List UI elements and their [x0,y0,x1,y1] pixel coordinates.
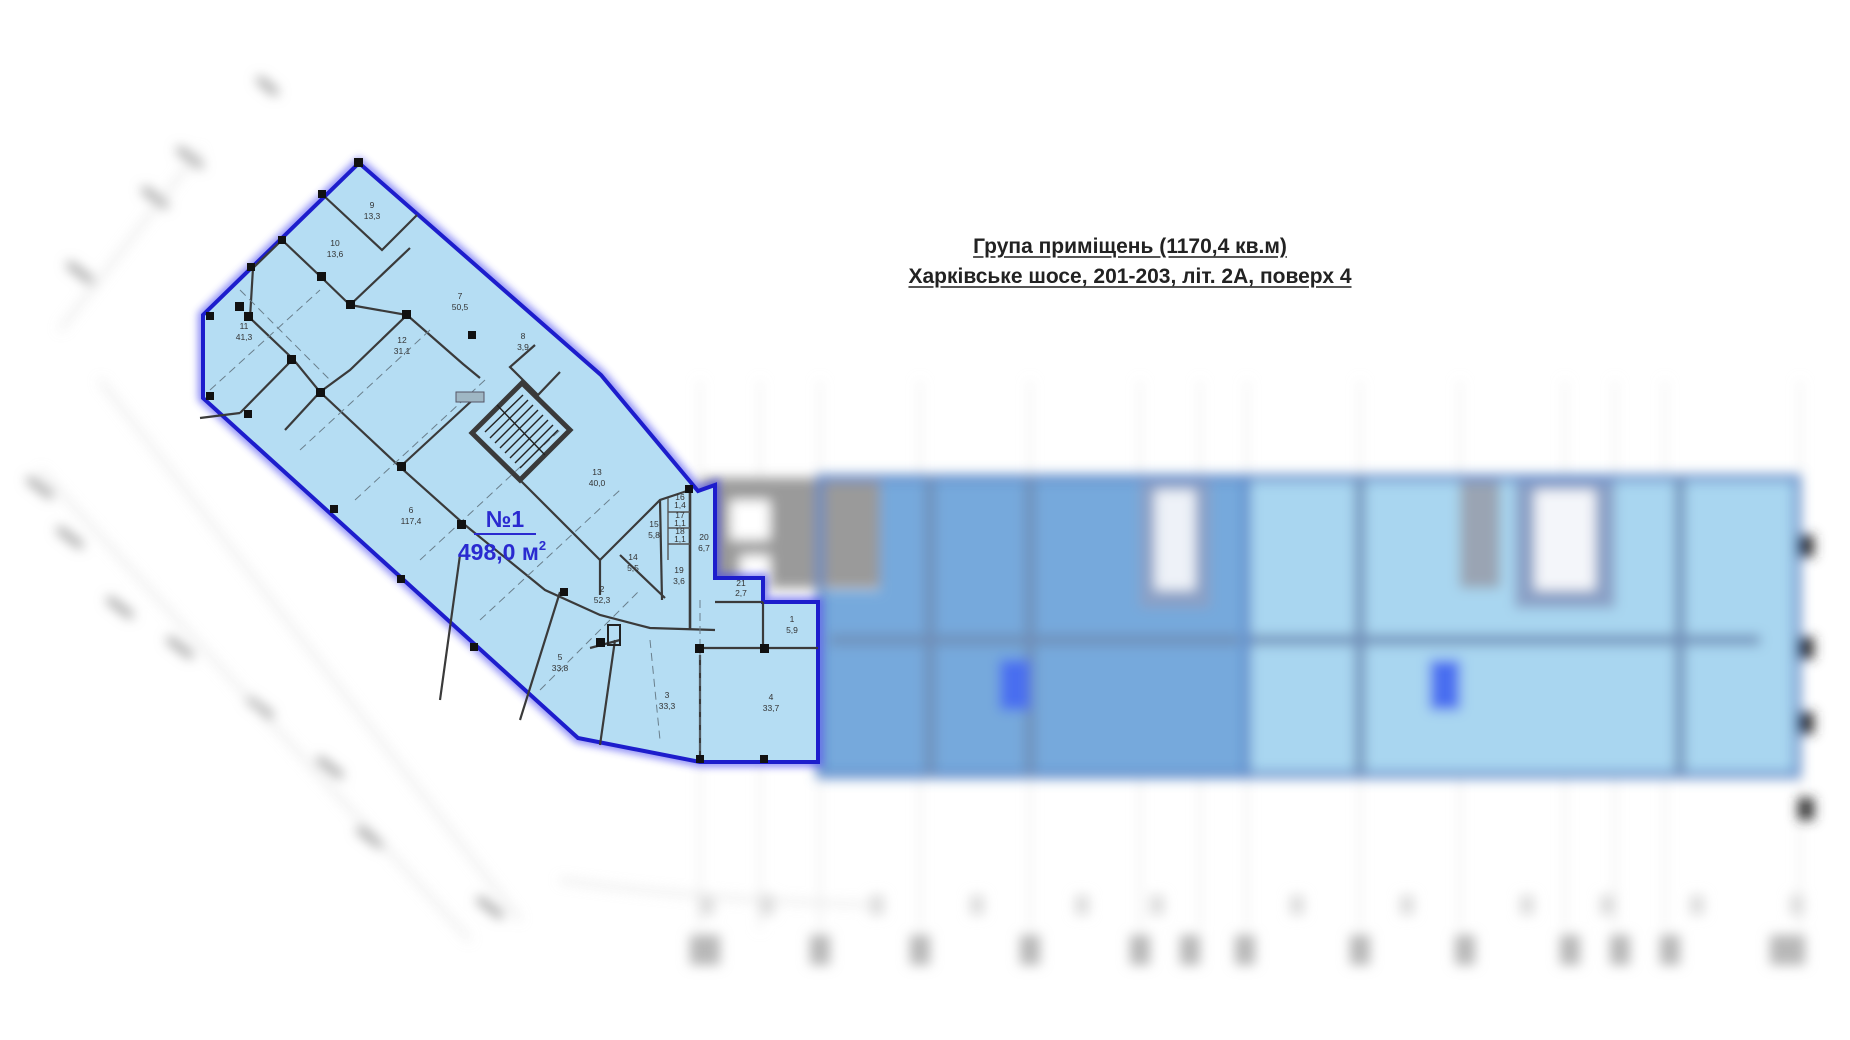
columns [206,158,769,763]
room-2-label: 252,3 [594,584,611,605]
svg-text:21: 21 [736,578,746,588]
svg-text:20: 20 [699,532,709,542]
stair-icon [484,394,559,469]
svg-text:12: 12 [397,335,407,345]
room-15-label: 155,8 [648,519,660,540]
dashed-axes [209,289,701,760]
svg-text:40,0: 40,0 [589,478,606,488]
room-20-label: 206,7 [698,532,710,553]
svg-text:33,7: 33,7 [763,703,780,713]
svg-text:3: 3 [665,690,670,700]
plan-title-line1: Група приміщень (1170,4 кв.м) [973,235,1287,258]
small-room-dividers [667,498,690,560]
room-7-label: 750,5 [452,291,469,312]
svg-text:19: 19 [674,565,684,575]
room-18-label: 181,1 [674,526,686,544]
svg-text:5,9: 5,9 [786,625,798,635]
svg-text:14: 14 [628,552,638,562]
svg-text:52,3: 52,3 [594,595,611,605]
svg-text:5: 5 [558,652,563,662]
stair-tag [455,391,485,403]
svg-text:10: 10 [330,238,340,248]
svg-text:8: 8 [521,331,526,341]
room-8-label: 83,9 [517,331,529,352]
room-19-label: 193,6 [673,565,685,586]
blurred-units-band [700,474,1814,820]
svg-text:18: 18 [675,526,685,536]
unit-1-outline [201,160,820,764]
svg-text:1: 1 [790,614,795,624]
unit-area: 498,0 м2 [458,538,546,565]
svg-text:16: 16 [675,492,685,502]
svg-text:2: 2 [600,584,605,594]
unit-number: №1 [486,506,525,532]
svg-text:3,9: 3,9 [517,342,529,352]
svg-text:5,8: 5,8 [648,530,660,540]
room-9-label: 913,3 [364,200,381,221]
shaft [607,624,621,646]
svg-text:17: 17 [675,510,685,520]
svg-text:13,6: 13,6 [327,249,344,259]
room-1-label: 15,9 [786,614,798,635]
svg-text:5,5: 5,5 [627,563,639,573]
svg-text:6: 6 [409,505,414,515]
svg-text:11: 11 [240,321,249,331]
svg-text:1,4: 1,4 [674,500,686,510]
svg-text:13: 13 [592,467,602,477]
svg-text:9: 9 [370,200,375,210]
room-4-label: 433,7 [763,692,780,713]
room-14-label: 145,5 [627,552,639,573]
room-5-label: 533,8 [552,652,569,673]
plan-title: Група приміщень (1170,4 кв.м) Харківське… [860,232,1400,292]
svg-text:33,8: 33,8 [552,663,569,673]
svg-text:41,3: 41,3 [236,332,253,342]
svg-text:6,7: 6,7 [698,543,710,553]
svg-text:33,3: 33,3 [659,701,676,711]
svg-text:2,7: 2,7 [735,588,747,598]
room-16-label: 161,4 [674,492,686,510]
room-17-label: 171,1 [674,510,686,528]
room-21-label: 212,7 [735,578,747,598]
svg-text:31,1: 31,1 [394,346,411,356]
svg-text:7: 7 [458,291,463,301]
svg-text:117,4: 117,4 [401,516,422,526]
svg-text:4: 4 [769,692,774,702]
svg-text:1,1: 1,1 [674,534,686,544]
plan-title-line2: Харківське шосе, 201-203, літ. 2А, повер… [908,265,1352,288]
svg-text:13,3: 13,3 [364,211,381,221]
svg-text:1,1: 1,1 [674,518,686,528]
room-3-label: 333,3 [659,690,676,711]
svg-text:15: 15 [649,519,659,529]
svg-text:3,6: 3,6 [673,576,685,586]
svg-text:50,5: 50,5 [452,302,469,312]
